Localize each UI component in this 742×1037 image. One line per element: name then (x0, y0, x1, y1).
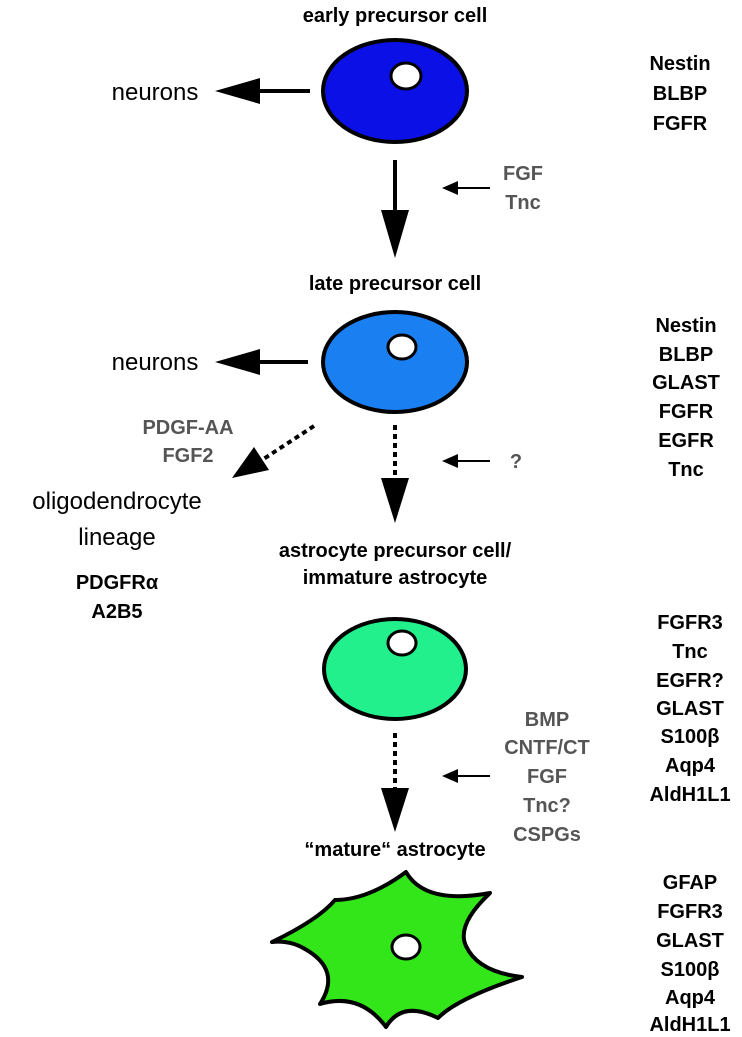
early-precursor-title: early precursor cell (303, 5, 488, 27)
factor-pointer-head-3 (442, 769, 458, 783)
late-to-immature-arrowhead (381, 478, 409, 523)
factor-label: FGF (527, 766, 567, 788)
factor-label: CNTF/CT (504, 737, 590, 759)
factor-list-immature-to-mature: BMP CNTF/CT FGF Tnc? CSPGs (504, 709, 590, 846)
neurons-label-1: neurons (112, 79, 199, 106)
immature-title-line2: immature astrocyte (303, 567, 488, 589)
neurons-arrowhead-2 (215, 349, 260, 375)
oligo-arrowhead (232, 447, 269, 478)
factor-list-to-oligo: PDGF-AA FGF2 (142, 417, 233, 467)
factor-label: Tnc? (523, 795, 571, 817)
factor-label: PDGF-AA (142, 417, 233, 439)
marker-label: PDGFRα (76, 572, 159, 594)
marker-label: FGFR (659, 401, 714, 423)
mature-title: “mature“ astrocyte (304, 839, 485, 861)
neurons-arrowhead-1 (215, 78, 260, 104)
marker-label: AldH1L1 (649, 1014, 730, 1036)
marker-label: AldH1L1 (649, 784, 730, 806)
mature-astrocyte-nucleus (390, 933, 422, 961)
marker-label: EGFR? (656, 670, 724, 692)
marker-label: Aqp4 (665, 987, 716, 1009)
factor-label: CSPGs (513, 824, 581, 846)
early-precursor-cell (321, 38, 469, 144)
immature-title-line1: astrocyte precursor cell/ (279, 540, 512, 562)
marker-label: FGFR3 (657, 612, 723, 634)
factor-pointer-head-2 (442, 454, 458, 468)
marker-label: Tnc (672, 641, 708, 663)
marker-label: FGFR3 (657, 901, 723, 923)
oligo-lineage-label-line1: oligodendrocyte (32, 488, 201, 515)
marker-label: GLAST (656, 698, 724, 720)
mature-marker-list: GFAP FGFR3 GLAST S100β Aqp4 AldH1L1 (649, 872, 730, 1036)
marker-label: Nestin (655, 315, 716, 337)
marker-label: BLBP (659, 344, 713, 366)
neurons-label-2: neurons (112, 349, 199, 376)
immature-marker-list: FGFR3 Tnc EGFR? GLAST S100β Aqp4 AldH1L1 (649, 612, 730, 806)
marker-label: GLAST (652, 372, 720, 394)
immature-astrocyte-nucleus (386, 629, 418, 657)
factor-list-early-to-late: FGF Tnc (503, 163, 543, 214)
marker-label: S100β (661, 959, 720, 981)
factor-label: BMP (525, 709, 569, 731)
marker-label: BLBP (653, 83, 707, 105)
late-precursor-nucleus (386, 333, 418, 361)
marker-label: FGFR (653, 113, 708, 135)
early-to-late-arrowhead (381, 210, 409, 258)
marker-label: Aqp4 (665, 755, 716, 777)
oligo-lineage-label-line2: lineage (78, 524, 155, 551)
late-marker-list: Nestin BLBP GLAST FGFR EGFR Tnc (652, 315, 720, 481)
factor-label: FGF2 (162, 445, 213, 467)
immature-to-mature-arrowhead (381, 788, 409, 832)
factor-label: FGF (503, 163, 543, 185)
marker-label: EGFR (658, 430, 714, 452)
factor-label: Tnc (505, 192, 541, 214)
marker-label: GLAST (656, 930, 724, 952)
marker-label: S100β (661, 726, 720, 748)
marker-label: Nestin (649, 53, 710, 75)
factor-label: ? (510, 451, 522, 473)
factor-pointer-head-1 (442, 181, 458, 195)
early-marker-list: Nestin BLBP FGFR (649, 53, 710, 135)
marker-label: Tnc (668, 459, 704, 481)
early-precursor-nucleus (389, 61, 423, 91)
marker-label: GFAP (663, 872, 717, 894)
late-precursor-cell (321, 310, 469, 414)
immature-astrocyte-cell (322, 617, 468, 721)
oligo-arrow (260, 424, 316, 462)
marker-label: A2B5 (91, 601, 142, 623)
late-precursor-title: late precursor cell (309, 273, 481, 295)
oligo-marker-list: PDGFRα A2B5 (76, 572, 159, 623)
